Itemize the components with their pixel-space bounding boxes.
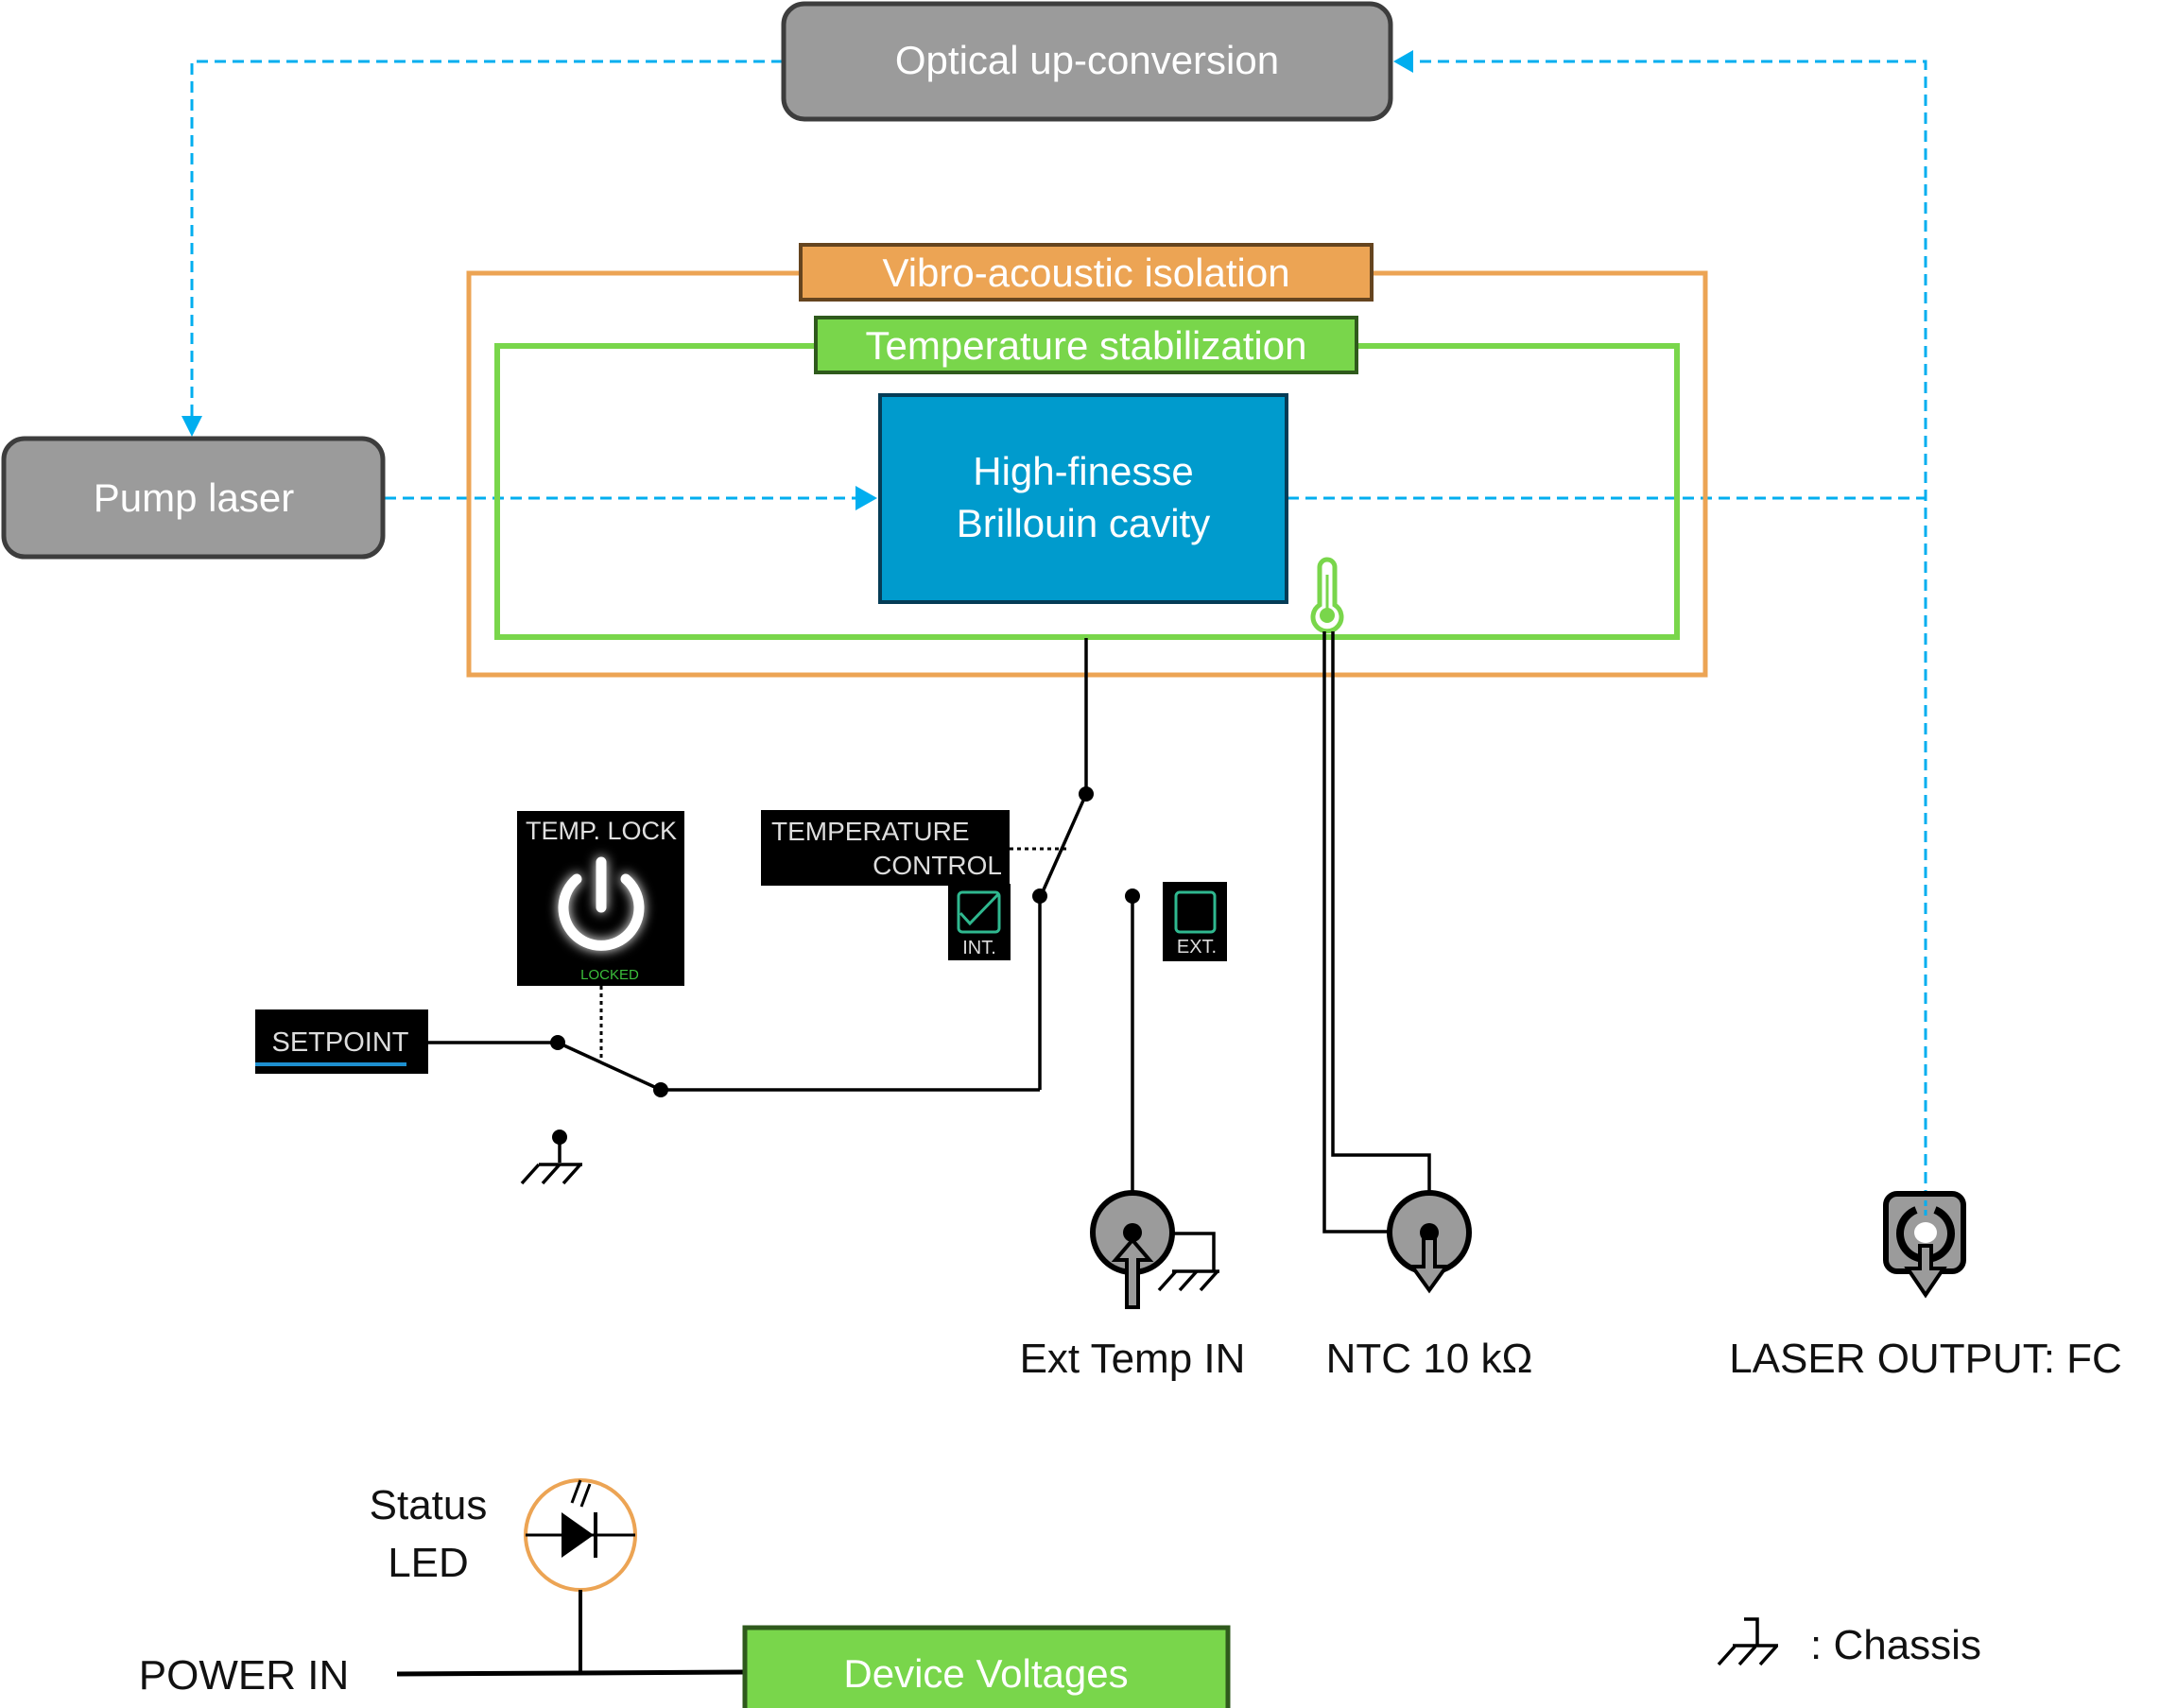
int-checkbox-box: [957, 890, 1001, 934]
temp-control-line1: TEMPERATURE: [771, 817, 970, 846]
temp-control-line2: CONTROL: [873, 851, 1002, 880]
setpoint-button[interactable]: SETPOINT: [255, 1009, 428, 1074]
checkmark-icon: [959, 891, 1001, 926]
pump-laser-label: Pump laser: [94, 475, 294, 520]
temp-stabilization-label: Temperature stabilization: [866, 323, 1307, 368]
ground-symbol-setpoint: [520, 1163, 582, 1185]
ntc-label: NTC 10 kΩ: [1326, 1336, 1533, 1382]
optical-upconversion-label: Optical up-conversion: [895, 38, 1279, 82]
wires: [428, 631, 1431, 1271]
vibro-isolation-label: Vibro-acoustic isolation: [882, 250, 1289, 295]
arrow-out-icon: [1408, 1236, 1450, 1294]
laser-output-label: LASER OUTPUT: FC: [1729, 1336, 2122, 1382]
arrowhead-upconversion: [1393, 50, 1413, 73]
device-voltages-label: Device Voltages: [843, 1651, 1128, 1696]
laser-output-fc-connector[interactable]: [1883, 1191, 1966, 1299]
ext-temp-in-label: Ext Temp IN: [1020, 1336, 1246, 1382]
device-voltages-block[interactable]: Device Voltages: [742, 1625, 1231, 1708]
cavity-label-line2: Brillouin cavity: [957, 501, 1210, 545]
optical-path-upconv-to-pump: [190, 60, 783, 418]
ground-symbol-ext-temp: [1157, 1269, 1219, 1292]
setpoint-label: SETPOINT: [271, 1027, 408, 1058]
temp-lock-status: LOCKED: [580, 967, 639, 983]
arrowhead-cavity: [855, 486, 877, 510]
power-icon: [558, 856, 645, 951]
pump-laser-block[interactable]: Pump laser: [1, 436, 386, 560]
ntc-connector[interactable]: [1387, 1190, 1472, 1294]
optical-paths: [190, 60, 1927, 1219]
temp-stabilization-label-box: Temperature stabilization: [814, 316, 1358, 374]
ext-checkbox-box: [1174, 890, 1217, 934]
optical-path-return: [1413, 60, 1927, 1219]
optical-upconversion-block[interactable]: Optical up-conversion: [781, 1, 1393, 122]
status-led-label-line1: Status: [370, 1482, 488, 1528]
int-label: INT.: [962, 938, 996, 958]
brillouin-cavity-block[interactable]: High-finesse Brillouin cavity: [878, 393, 1288, 604]
ext-temp-connector[interactable]: [1090, 1190, 1175, 1309]
thermometer-icon: [1310, 557, 1344, 634]
temp-lock-button[interactable]: TEMP. LOCK LOCKED: [517, 811, 684, 986]
vibro-isolation-label-box: Vibro-acoustic isolation: [799, 243, 1374, 302]
temperature-control-panel: TEMPERATURE CONTROL: [761, 810, 1010, 886]
temp-lock-title: TEMP. LOCK: [526, 817, 677, 845]
int-checkbox[interactable]: INT.: [948, 884, 1011, 960]
cavity-label-line1: High-finesse: [973, 449, 1193, 493]
ext-checkbox[interactable]: EXT.: [1163, 882, 1227, 961]
arrowhead-pump-laser: [181, 416, 202, 437]
switch-nodes: [550, 786, 1140, 1145]
chassis-ground-icon: [1717, 1617, 1778, 1666]
chassis-legend-label: : Chassis: [1810, 1622, 1981, 1668]
status-led-label-line2: LED: [388, 1540, 469, 1586]
power-in-label: POWER IN: [139, 1652, 349, 1699]
arrow-in-icon: [1111, 1236, 1154, 1309]
ext-label: EXT.: [1177, 937, 1217, 958]
power-bus: [396, 1669, 745, 1677]
status-led-icon: [524, 1478, 637, 1592]
arrow-out-icon: [1904, 1244, 1947, 1299]
